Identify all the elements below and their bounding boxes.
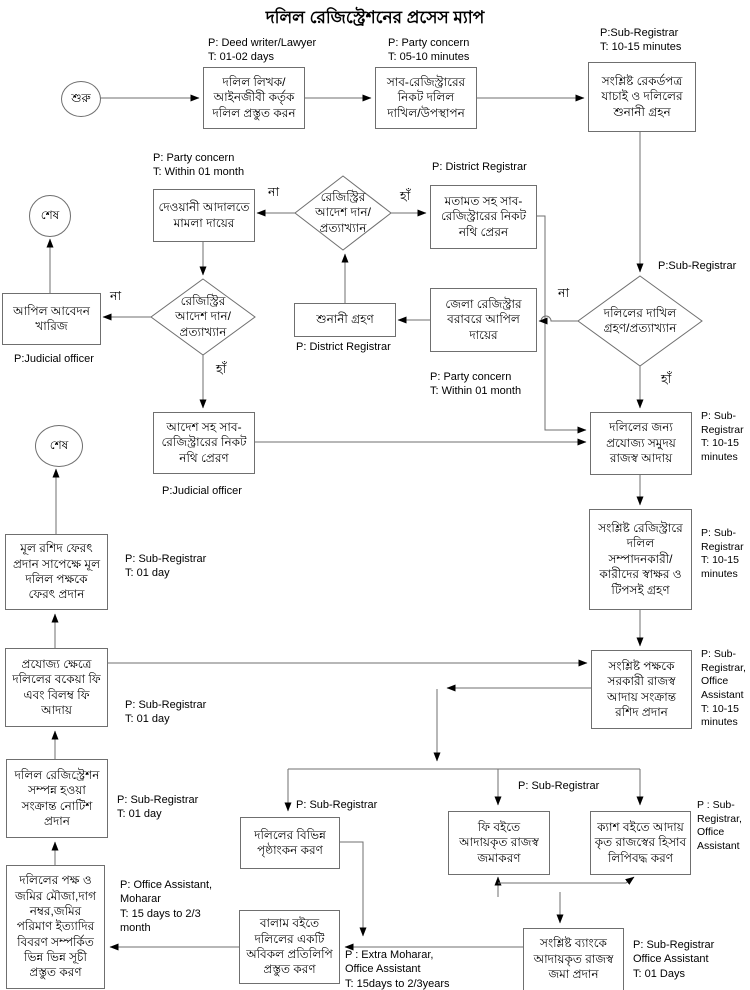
- step-registration-complete-notice: দলিল রেজিস্ট্রেশন সম্পন্ন হওয়া সংক্রান্…: [6, 759, 108, 838]
- annotation-revenue-receipt: P: Sub- Registrar, Office Assistant T: 1…: [701, 648, 746, 729]
- annotation-deed-preparation: P: Deed writer/Lawyer T: 01-02 days: [208, 37, 317, 64]
- annotation-hearing: P: District Registrar: [296, 341, 391, 353]
- annotation-index-preparation: P: Office Assistant, Moharar T: 15 days …: [120, 879, 213, 934]
- step-civil-court-case: দেওয়ানী আদালতে মামলা দায়ের: [153, 189, 255, 242]
- end-terminator-appeal: শেষ: [29, 195, 71, 237]
- step-hearing: শুনানী গ্রহণ: [294, 303, 396, 337]
- annotation-due-late-fee: P: Sub-Registrar T: 01 day: [125, 699, 207, 726]
- step-deed-submission: সাব-রেজিস্ট্রারের নিকট দলিল দাখিল/উপস্থা…: [375, 67, 477, 129]
- branch-label-no-2: না: [110, 289, 122, 303]
- annotation-opinion-to-subregistrar: P: District Registrar: [432, 161, 527, 173]
- branch-label-yes-1: হাঁ: [400, 189, 411, 203]
- annotation-appeal-dismissed: P:Judicial officer: [14, 353, 94, 365]
- decision-diamond: [294, 175, 392, 251]
- annotation-cash-book: P : Sub- Registrar, Office Assistant: [697, 799, 742, 852]
- step-record-verification: সংশ্লিষ্ট রেকর্ডপত্র যাচাই ও দলিলের শুনা…: [588, 62, 696, 132]
- step-deed-preparation: দলিল লিখক/ আইনজীবী কর্তৃক দলিল প্রস্তুত …: [203, 67, 305, 129]
- step-index-preparation: দলিলের পক্ষ ও জমির মৌজা,দাগ নম্বর,জমির প…: [6, 865, 105, 989]
- end-terminator-main: শেষ: [35, 425, 83, 467]
- annotation-registration-notice: P: Sub-Registrar T: 01 day: [117, 794, 199, 821]
- annotation-return-original-deed: P: Sub-Registrar T: 01 day: [125, 553, 207, 580]
- step-return-original-deed: মূল রশিদ ফেরৎ প্রদান সাপেক্ষে মূল দলিল প…: [5, 534, 108, 610]
- step-signature-thumbprint: সংশ্লিষ্ট রেজিস্ট্রারে দলিল সম্পাদনকারী/…: [589, 509, 692, 610]
- step-due-late-fee-collection: প্রযোজ্য ক্ষেত্রে দলিলের বকেয়া ফি এবং ব…: [5, 648, 108, 727]
- annotation-appeal-to-district-registrar: P: Party concern T: Within 01 month: [430, 371, 522, 398]
- annotation-fee-book: P: Sub-Registrar: [518, 780, 600, 792]
- branch-label-yes-2: হাঁ: [216, 362, 227, 376]
- step-bank-deposit: সংশ্লিষ্ট ব্যাংকে আদায়কৃত রাজস্ব জমা প্…: [523, 928, 624, 990]
- step-revenue-receipt: সংশ্লিষ্ট পক্ষকে সরকারী রাজস্ব আদায় সংক…: [591, 650, 692, 729]
- branch-label-no-1: না: [268, 185, 280, 199]
- annotation-bank-deposit: P: Sub-Registrar Office Assistant T: 01 …: [633, 939, 715, 980]
- step-cash-book-entry: ক্যাশ বইতে আদায় কৃত রাজস্বের হিসাব লিপি…: [590, 811, 691, 875]
- annotation-revenue-collection: P: Sub- Registrar T: 10-15 minutes: [701, 410, 744, 463]
- step-fee-book-entry: ফি বইতে আদায়কৃত রাজস্ব জমাকরণ: [448, 811, 550, 875]
- annotation-record-verification: P:Sub-Registrar T: 10-15 minutes: [600, 27, 682, 54]
- step-deed-endorsement: দলিলের বিভিন্ন পৃষ্ঠাংকন করণ: [240, 817, 340, 869]
- step-appeal-dismissed: আপিল আবেদন খারিজ: [2, 293, 101, 345]
- annotation-civil-court-case: P: Party concern T: Within 01 month: [153, 152, 245, 179]
- decision-registry-order-1: রেজিস্ট্রির আদেশ দান/ প্রত্যাখ্যান: [315, 189, 371, 235]
- branch-label-yes-3: হাঁ: [661, 372, 672, 386]
- annotation-order-to-subregistrar: P:Judicial officer: [162, 485, 242, 497]
- step-revenue-collection: দলিলের জন্য প্রযোজ্য সমুদয় রাজস্ব আদায়: [590, 412, 692, 475]
- page-title: দলিল রেজিস্ট্রেশনের প্রসেস ম্যাপ: [265, 8, 485, 27]
- annotation-deed-endorsement: P: Sub-Registrar: [296, 799, 378, 811]
- step-balam-book-copy: বালাম বইতে দলিলের একটি অবিকল প্রতিলিপি প…: [239, 910, 340, 984]
- step-order-to-subregistrar: আদেশ সহ সাব- রেজিস্ট্রারের নিকট নথি প্রে…: [153, 412, 255, 474]
- decision-deed-acceptance: দলিলের দাখিল গ্রহণ/প্রত্যাখ্যান: [603, 305, 677, 335]
- branch-label-no-3: না: [558, 286, 570, 300]
- annotation-deed-acceptance: P:Sub-Registrar: [658, 260, 737, 272]
- annotation-balam-book: P : Extra Moharar, Office Assistant T: 1…: [345, 949, 450, 990]
- step-appeal-to-district-registrar: জেলা রেজিস্ট্রার বরাবরে আপিল দায়ের: [430, 288, 537, 352]
- start-terminator: শুরু: [61, 81, 101, 117]
- decision-registry-order-2: রেজিস্ট্রির আদেশ দান/ প্রত্যাখ্যান: [175, 293, 231, 339]
- annotation-signature-thumbprint: P: Sub- Registrar T: 10-15 minutes: [701, 527, 744, 580]
- step-opinion-to-subregistrar: মতামত সহ সাব- রেজিস্ট্রারের নিকট নথি প্র…: [430, 185, 537, 249]
- annotation-deed-submission: P: Party concern T: 05-10 minutes: [388, 37, 470, 64]
